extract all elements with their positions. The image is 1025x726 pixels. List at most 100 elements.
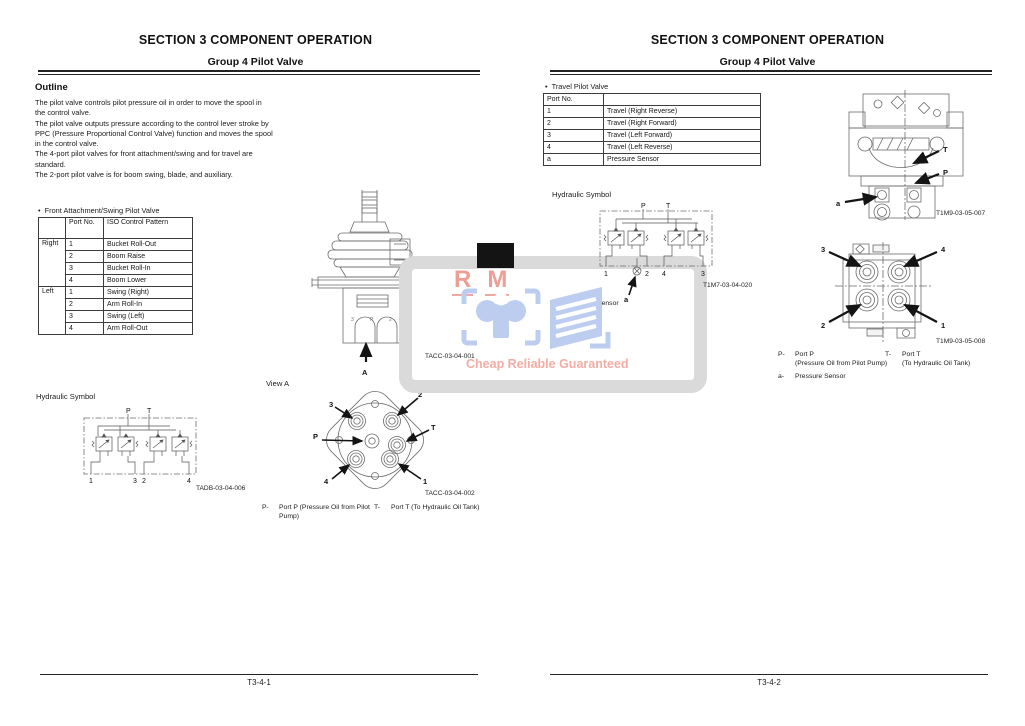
front-pilot-valve-schematic: P T 1 3 2 4 <box>83 408 197 485</box>
legend-text-t: Port T (To Hydraulic Oil Tank) <box>391 504 480 511</box>
legend-key-p: P- <box>262 504 269 511</box>
port-1-label: 1 <box>604 271 608 278</box>
view-a-label: View A <box>266 379 290 388</box>
left-page-title: SECTION 3 COMPONENT OPERATION <box>138 33 373 47</box>
port-t-callout: T <box>943 145 948 154</box>
travel-table-title: •Travel Pilot Valve <box>545 82 608 91</box>
port-p-callout: P <box>943 168 948 177</box>
left-header-rule <box>38 70 480 75</box>
port-4-label: 4 <box>187 478 191 485</box>
outline-paragraphs: The pilot valve controls pilot pressure … <box>35 98 273 180</box>
right-footer-rule <box>550 674 988 675</box>
legend-name-p: Port P <box>795 351 814 358</box>
front-table-title: •Front Attachment/Swing Pilot Valve <box>38 206 159 215</box>
right-page-title: SECTION 3 COMPONENT OPERATION <box>650 33 885 47</box>
port-3-callout: 3 <box>329 400 333 409</box>
cell-pattern: Swing (Right) <box>103 286 193 299</box>
header-port-no: Port No. <box>543 93 604 106</box>
logo-book-icon <box>550 287 611 349</box>
figure-caption: T1M9-03-05-007 <box>936 210 986 217</box>
cell-port: 2 <box>543 117 604 130</box>
cell-port: 4 <box>65 274 104 287</box>
group-right: Right <box>38 238 66 287</box>
watermark-letter-m: M <box>485 266 510 296</box>
group-left: Left <box>38 286 66 335</box>
legend-text-a: Pressure Sensor <box>795 373 846 380</box>
watermark-tagline: Cheap Reliable Guaranteed <box>466 357 629 371</box>
cell-pattern: Arm Roll-Out <box>103 322 193 335</box>
port-p-label: P <box>126 408 131 415</box>
figure-caption: TADB-03-04-006 <box>196 485 246 492</box>
port-4-callout: 4 <box>941 245 946 254</box>
cell-port: 1 <box>543 105 604 118</box>
cell-port: 4 <box>543 141 604 154</box>
cell-pattern: Arm Roll-In <box>103 298 193 311</box>
front-table-title-text: Front Attachment/Swing Pilot Valve <box>44 206 160 215</box>
cell-port: 3 <box>65 262 104 275</box>
outline-paragraph: The pilot valve controls pilot pressure … <box>35 98 262 118</box>
left-page-subtitle: Group 4 Pilot Valve <box>207 56 304 68</box>
port-2-callout: 2 <box>418 390 422 399</box>
port-4-label: 4 <box>662 271 666 278</box>
cell-desc: Travel (Left Forward) <box>603 129 761 142</box>
watermark-black-box <box>477 243 514 268</box>
body-mark-3: 2 <box>389 317 392 323</box>
left-page-number: T3-4-1 <box>247 678 271 687</box>
legend-text-p: Port P (Pressure Oil from Pilot Pump) <box>279 504 370 520</box>
cell-desc: Travel (Left Reverse) <box>603 141 761 154</box>
cell-desc: Travel (Right Forward) <box>603 117 761 130</box>
header-port-no: Port No. <box>65 217 104 239</box>
figure-caption: T1M7-03-04-020 <box>703 282 753 289</box>
watermark-letter-r: R <box>452 266 474 296</box>
right-page-number: T3-4-2 <box>757 678 781 687</box>
legend-name-t: Port T <box>902 351 921 358</box>
figure-caption: TACC-03-04-002 <box>425 490 475 497</box>
cell-port: 3 <box>543 129 604 142</box>
valve-symbols <box>603 227 709 249</box>
header-iso-pattern: ISO Control Pattern <box>103 217 193 239</box>
cell-port: 4 <box>65 322 104 335</box>
cell-port: 3 <box>65 310 104 323</box>
port-t-label: T <box>147 408 152 415</box>
cell-pattern: Boom Raise <box>103 250 193 263</box>
legend-key-t: T- <box>885 351 892 358</box>
pressure-sensor-symbol: a <box>624 258 642 304</box>
port-1-callout: 1 <box>423 477 427 486</box>
logo-corner-brackets <box>461 288 541 346</box>
legend-desc-t: (To Hydraulic Oil Tank) <box>902 360 971 367</box>
table-row: Right 1 Bucket Roll-Out <box>38 238 193 287</box>
port-2-label: 2 <box>645 271 649 278</box>
legend-desc-p: (Pressure Oil from Pilot Pump) <box>795 360 888 367</box>
right-page-subtitle: Group 4 Pilot Valve <box>719 56 816 68</box>
table-row: Left 1 Swing (Right) <box>38 286 193 335</box>
right-hydraulic-symbol-label: Hydraulic Symbol <box>552 190 612 199</box>
table-header-row: Port No. ISO Control Pattern <box>38 217 193 239</box>
outline-paragraph: The 4-port pilot valves for front attach… <box>35 149 253 169</box>
table-header-row: Port No. <box>543 93 761 106</box>
legend-key-p: P- <box>778 351 785 358</box>
view-arrow-label: A <box>362 368 368 377</box>
threaded-ports <box>855 260 911 312</box>
threaded-ports <box>347 412 406 468</box>
valve-symbols <box>91 433 193 456</box>
body-mark-1: 3 <box>351 317 354 323</box>
port-t-callout: T <box>431 423 436 432</box>
header-blank <box>603 93 761 106</box>
watermark-frame <box>399 256 707 393</box>
watermark-logo <box>461 287 611 349</box>
port-1-callout: 1 <box>941 321 945 330</box>
sensor-a-callout: a <box>624 295 629 304</box>
header-blank <box>38 217 66 239</box>
port-p-label: P <box>641 203 646 210</box>
left-footer-rule <box>40 674 478 675</box>
port-1-label: 1 <box>89 478 93 485</box>
cell-port: a <box>543 153 604 166</box>
